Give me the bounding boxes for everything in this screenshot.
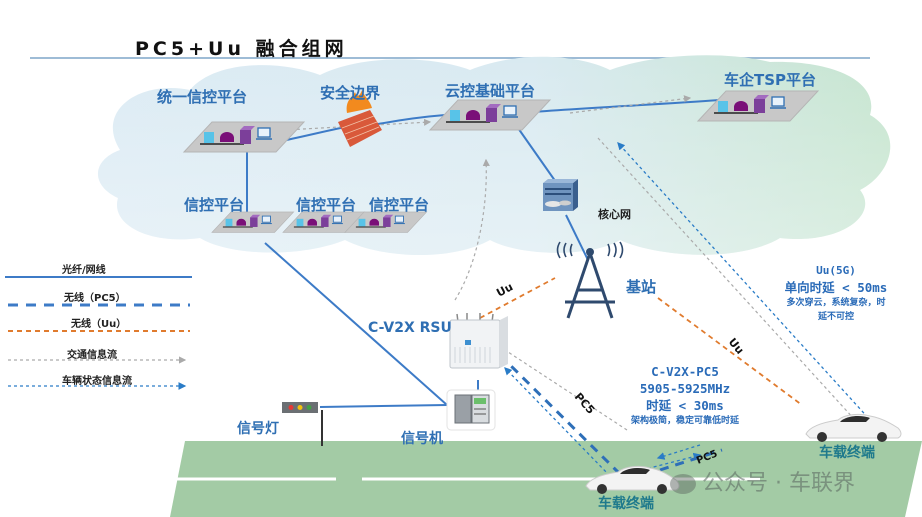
base-station-label: 基站: [626, 278, 657, 296]
watermark: 公众号 · 车联界: [670, 465, 855, 497]
uu-note: Uu(5G) 单向时延 < 50ms 多次穿云，系统复杂，时 延不可控: [774, 262, 898, 324]
legend-swatches: [5, 276, 192, 390]
core-network-server-icon: [543, 179, 578, 211]
road: [170, 441, 922, 517]
link-cloud-to-core: [517, 127, 559, 186]
pc5-note-line3: 时延 < 30ms: [646, 398, 724, 413]
signal-waves-icon: [556, 241, 624, 259]
vehicle-left-icon: [585, 465, 680, 494]
uu-vehicle-label: Uu: [726, 336, 747, 357]
signal-platform-label-2: 信控平台: [296, 196, 357, 214]
base-station-tower-icon: [565, 248, 615, 319]
tsp-platform-label: 车企TSP平台: [724, 71, 817, 89]
link-signal-platform-to-controller: [264, 242, 448, 406]
page-title: PC5+Uu 融合组网: [135, 38, 348, 60]
pc5-links: [498, 353, 723, 476]
rsu-label: C-V2X RSU: [368, 320, 452, 336]
cloud-platform-label: 云控基础平台: [445, 82, 536, 100]
fiber-links: [246, 99, 721, 408]
watermark-text: 公众号 · 车联界: [702, 471, 855, 496]
link-core-to-basestation: [565, 214, 589, 261]
vehicle-status-flows: [504, 142, 873, 477]
unified-platform-label: 统一信控平台: [157, 88, 248, 106]
uu-note-line3: 多次穿云，系统复杂，时: [786, 298, 886, 308]
core-network-label: 核心网: [598, 208, 631, 221]
signal-platform-label-3: 信控平台: [369, 196, 430, 214]
uu-links: [479, 277, 803, 406]
traffic-light-icon: [282, 402, 323, 446]
uu-note-line1: Uu(5G): [816, 264, 856, 277]
pc5-note-line1: C-V2X-PC5: [651, 364, 719, 379]
wechat-icon: [670, 474, 696, 494]
rsu-device-icon: [449, 313, 508, 369]
legend-label-fiber: 光纤/网线: [62, 265, 106, 276]
signal-controller-cabinet-icon: [446, 389, 496, 431]
security-boundary-label: 安全边界: [320, 84, 381, 102]
uu-note-line4: 延不可控: [817, 312, 854, 322]
uu-rsu-label: Uu: [494, 280, 515, 299]
signal-light-label: 信号灯: [237, 421, 279, 437]
legend-label-vehicle: 车辆状态信息流: [62, 376, 132, 387]
pc5-rsu-label: PC5: [572, 390, 598, 416]
cloud-background: [97, 55, 891, 256]
vehicle-right-icon: [805, 413, 902, 442]
legend-label-uu: 无线（Uu）: [71, 319, 127, 330]
signal-platform-label-1: 信控平台: [184, 196, 245, 214]
pc5-note: C-V2X-PC5 5905-5925MHz 时延 < 30ms 架构极简，稳定…: [620, 363, 750, 428]
vehicle-right-label: 车载终端: [819, 445, 875, 461]
pc5-note-line4: 架构极简，稳定可靠低时延: [630, 416, 739, 426]
signal-controller-label: 信号机: [401, 431, 443, 447]
link-cloud-to-tsp: [519, 99, 721, 114]
pc5-note-line2: 5905-5925MHz: [639, 381, 731, 396]
uu-note-line2: 单向时延 < 50ms: [784, 280, 888, 295]
link-firewall-to-cloud: [377, 114, 446, 125]
vehicle-left-label: 车载终端: [598, 496, 654, 512]
link-light-to-controller: [319, 404, 448, 408]
legend-label-traffic: 交通信息流: [67, 350, 117, 361]
firewall-icon: [338, 90, 382, 147]
legend-label-pc5: 无线（PC5）: [64, 293, 126, 304]
